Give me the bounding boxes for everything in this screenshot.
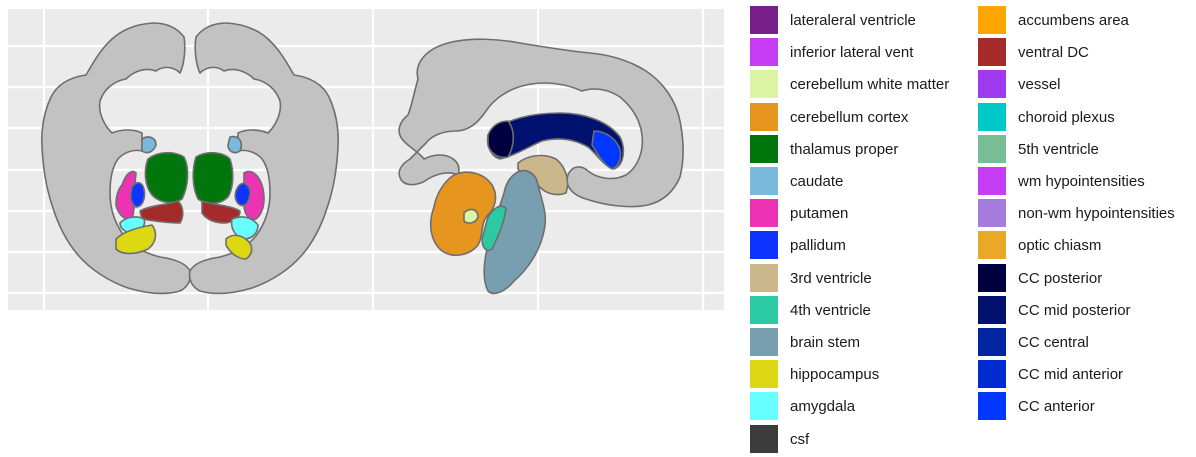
legend-item: wm hypointensities xyxy=(976,167,1196,199)
legend-item: choroid plexus xyxy=(976,103,1196,135)
sagittal-cerebellum-white-matter xyxy=(464,210,478,224)
legend-item: non-wm hypointensities xyxy=(976,199,1196,231)
legend-label: non-wm hypointensities xyxy=(1018,206,1175,222)
atlas-plot xyxy=(8,9,724,310)
legend-label: wm hypointensities xyxy=(1018,174,1145,190)
legend-swatch xyxy=(750,231,778,259)
legend-item: thalamus proper xyxy=(748,135,978,167)
legend-swatch xyxy=(978,135,1006,163)
legend-swatch xyxy=(978,328,1006,356)
legend-swatch xyxy=(750,296,778,324)
legend-label: amygdala xyxy=(790,399,855,415)
legend-item: cerebellum white matter xyxy=(748,70,978,102)
legend-swatch xyxy=(750,199,778,227)
legend-swatch xyxy=(978,6,1006,34)
legend-swatch xyxy=(750,70,778,98)
legend-label: pallidum xyxy=(790,238,846,254)
legend-label: 4th ventricle xyxy=(790,303,871,319)
legend-label: accumbens area xyxy=(1018,13,1129,29)
legend-swatch xyxy=(978,38,1006,66)
legend-swatch xyxy=(978,167,1006,195)
legend-label: CC posterior xyxy=(1018,271,1102,287)
legend-item: hippocampus xyxy=(748,360,978,392)
coronal-pallidum-left xyxy=(131,183,145,207)
coronal-pallidum-right xyxy=(235,184,250,206)
legend-label: hippocampus xyxy=(790,367,879,383)
legend-label: cerebellum cortex xyxy=(790,110,908,126)
legend-item: inferior lateral vent xyxy=(748,38,978,70)
legend-item: pallidum xyxy=(748,231,978,263)
legend-item: CC mid posterior xyxy=(976,296,1196,328)
legend-item: caudate xyxy=(748,167,978,199)
legend-item: ventral DC xyxy=(976,38,1196,70)
legend-label: CC mid posterior xyxy=(1018,303,1131,319)
legend-swatch xyxy=(750,264,778,292)
legend-label: brain stem xyxy=(790,335,860,351)
legend-item: 3rd ventricle xyxy=(748,264,978,296)
legend-item: lateraleral ventricle xyxy=(748,6,978,38)
legend-item: optic chiasm xyxy=(976,231,1196,263)
legend-swatch xyxy=(978,264,1006,292)
legend-swatch xyxy=(978,70,1006,98)
legend-swatch xyxy=(750,38,778,66)
legend-label: lateraleral ventricle xyxy=(790,13,916,29)
legend-label: 3rd ventricle xyxy=(790,271,872,287)
legend-swatch xyxy=(978,199,1006,227)
legend-item: cerebellum cortex xyxy=(748,103,978,135)
legend-item: brain stem xyxy=(748,328,978,360)
legend-item: 4th ventricle xyxy=(748,296,978,328)
legend-label: choroid plexus xyxy=(1018,110,1115,126)
legend-label: CC mid anterior xyxy=(1018,367,1123,383)
legend-item: accumbens area xyxy=(976,6,1196,38)
legend-item: putamen xyxy=(748,199,978,231)
legend-label: 5th ventricle xyxy=(1018,142,1099,158)
legend-label: putamen xyxy=(790,206,848,222)
coronal-thalamus-left xyxy=(145,153,187,203)
legend-item: CC mid anterior xyxy=(976,360,1196,392)
legend-label: cerebellum white matter xyxy=(790,77,949,93)
legend-swatch xyxy=(978,103,1006,131)
legend-label: CC anterior xyxy=(1018,399,1095,415)
legend-label: csf xyxy=(790,432,809,448)
legend-item: CC central xyxy=(976,328,1196,360)
legend-swatch xyxy=(978,360,1006,388)
legend-label: ventral DC xyxy=(1018,45,1089,61)
legend-label: caudate xyxy=(790,174,843,190)
atlas-plot-panel xyxy=(8,9,724,310)
legend-label: vessel xyxy=(1018,77,1061,93)
legend-swatch xyxy=(978,392,1006,420)
legend-item: CC anterior xyxy=(976,392,1196,424)
legend-swatch xyxy=(750,360,778,388)
coronal-caudate-right xyxy=(228,137,241,153)
legend-swatch xyxy=(750,135,778,163)
legend-label: thalamus proper xyxy=(790,142,898,158)
legend-swatch xyxy=(750,167,778,195)
legend-swatch xyxy=(750,425,778,453)
legend-item: vessel xyxy=(976,70,1196,102)
legend-item: amygdala xyxy=(748,392,978,424)
legend-swatch xyxy=(750,392,778,420)
legend-swatch xyxy=(750,103,778,131)
legend-swatch xyxy=(750,328,778,356)
legend-swatch xyxy=(978,231,1006,259)
legend-item: csf xyxy=(748,425,978,457)
legend-swatch xyxy=(750,6,778,34)
legend-swatch xyxy=(978,296,1006,324)
legend-label: inferior lateral vent xyxy=(790,45,913,61)
legend-item: 5th ventricle xyxy=(976,135,1196,167)
legend: lateraleral ventricle inferior lateral ve… xyxy=(748,6,1196,454)
legend-item: CC posterior xyxy=(976,264,1196,296)
legend-label: CC central xyxy=(1018,335,1089,351)
legend-label: optic chiasm xyxy=(1018,238,1101,254)
coronal-thalamus-right xyxy=(193,153,233,204)
